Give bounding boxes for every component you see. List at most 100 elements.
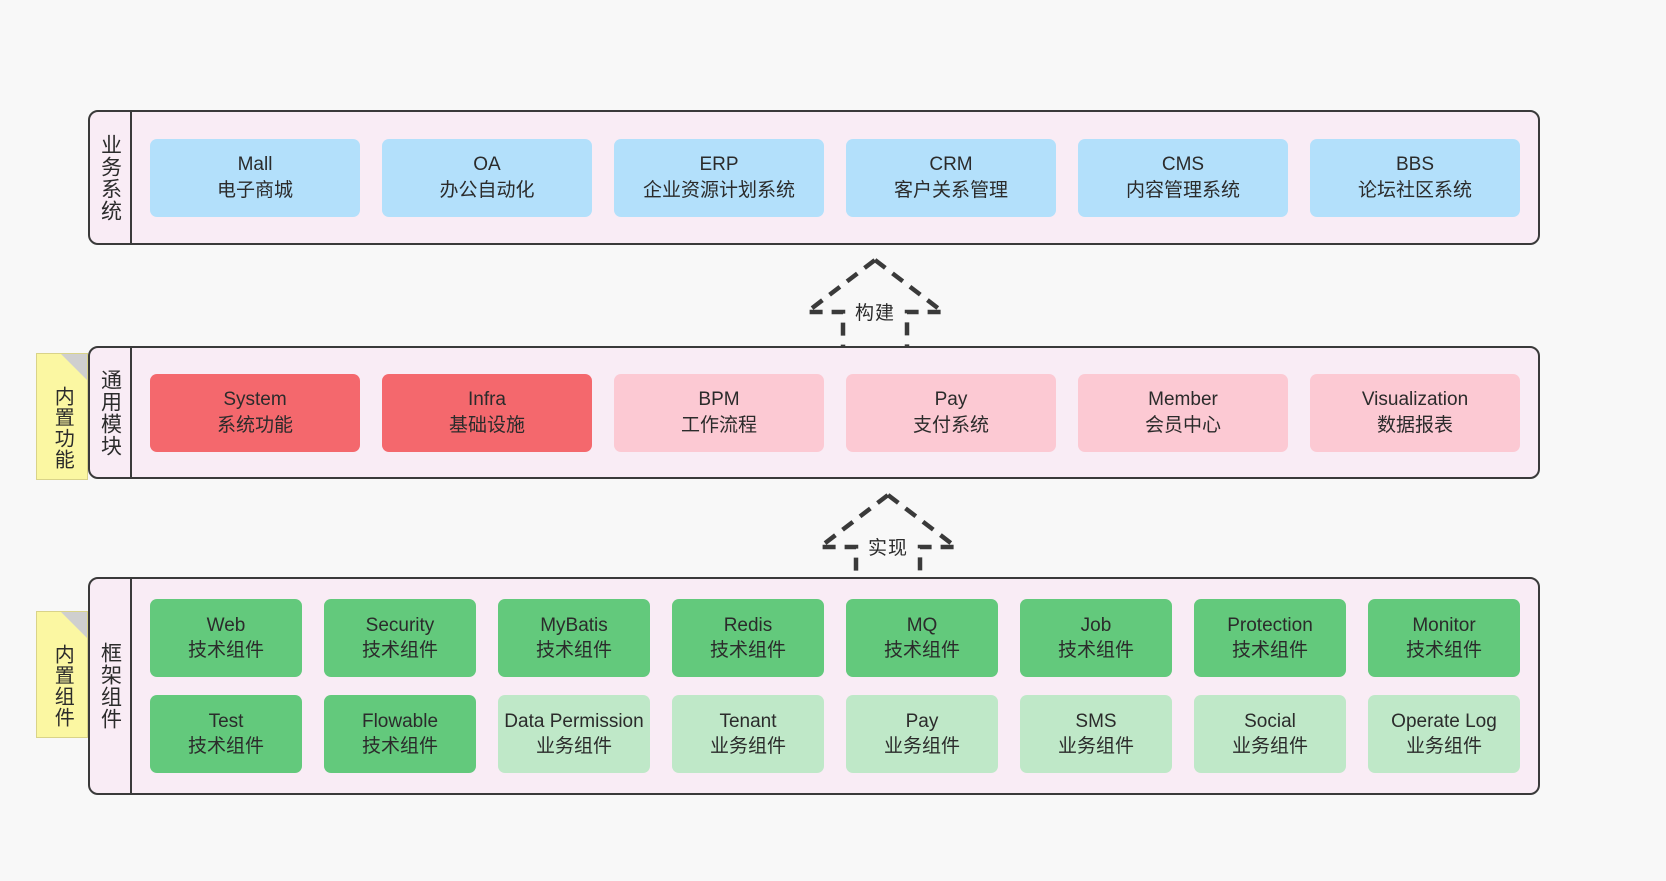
node-title: Redis: [723, 614, 773, 636]
node-title: Monitor: [1412, 614, 1476, 636]
node-mybatis[interactable]: MyBatis 技术组件: [498, 599, 650, 677]
node-title: Test: [208, 710, 244, 732]
node-subtitle: 会员中心: [1144, 414, 1221, 436]
node-title: Visualization: [1361, 389, 1469, 411]
layer-title-common-modules: 通用模块: [90, 348, 132, 477]
node-title: System: [223, 389, 287, 411]
node-title: OA: [473, 154, 501, 176]
node-title: Infra: [467, 389, 507, 411]
node-oa[interactable]: OA 办公自动化: [382, 138, 592, 217]
node-flowable[interactable]: Flowable 技术组件: [324, 695, 476, 773]
layer-body-framework-components: Web 技术组件 Security 技术组件 MyBatis 技术组件 Redi…: [132, 579, 1538, 793]
note-fold-corner: [61, 612, 87, 638]
layer-body-common-modules: System 系统功能 Infra 基础设施 BPM 工作流程 Pay 支付系统…: [132, 348, 1538, 477]
connector-build: 构建: [795, 252, 955, 352]
node-monitor[interactable]: Monitor 技术组件: [1368, 599, 1520, 677]
layer-row: System 系统功能 Infra 基础设施 BPM 工作流程 Pay 支付系统…: [150, 373, 1520, 452]
node-title: MyBatis: [540, 614, 608, 636]
node-subtitle: 内容管理系统: [1125, 179, 1240, 201]
node-social[interactable]: Social 业务组件: [1194, 695, 1346, 773]
node-title: Data Permission: [504, 710, 644, 732]
node-subtitle: 技术组件: [535, 640, 612, 661]
node-subtitle: 业务组件: [1405, 736, 1482, 757]
node-title: CRM: [929, 154, 973, 176]
node-subtitle: 技术组件: [883, 640, 960, 661]
node-title: Flowable: [361, 710, 439, 732]
node-subtitle: 技术组件: [1057, 640, 1134, 661]
node-redis[interactable]: Redis 技术组件: [672, 599, 824, 677]
node-title: Job: [1080, 614, 1112, 636]
node-title: Member: [1148, 389, 1218, 411]
node-title: Pay: [905, 710, 939, 732]
node-subtitle: 业务组件: [1057, 736, 1134, 757]
node-job[interactable]: Job 技术组件: [1020, 599, 1172, 677]
node-cms[interactable]: CMS 内容管理系统: [1078, 138, 1288, 217]
node-title: SMS: [1075, 710, 1117, 732]
node-title: Web: [206, 614, 246, 636]
node-protection[interactable]: Protection 技术组件: [1194, 599, 1346, 677]
node-test[interactable]: Test 技术组件: [150, 695, 302, 773]
node-subtitle: 客户关系管理: [893, 179, 1008, 201]
layer-business-system: 业务系统 Mall 电子商城 OA 办公自动化 ERP 企业资源计划系统 CRM…: [88, 110, 1540, 245]
node-subtitle: 技术组件: [361, 640, 438, 661]
node-subtitle: 业务组件: [883, 736, 960, 757]
node-title: Pay: [934, 389, 968, 411]
connector-implement-label: 实现: [867, 538, 909, 559]
node-title: Protection: [1227, 614, 1313, 636]
node-subtitle: 技术组件: [1231, 640, 1308, 661]
node-subtitle: 工作流程: [680, 414, 757, 436]
note-builtin-components: 内置组件: [36, 611, 88, 738]
layer-body-business-system: Mall 电子商城 OA 办公自动化 ERP 企业资源计划系统 CRM 客户关系…: [132, 112, 1538, 243]
node-bpm[interactable]: BPM 工作流程: [614, 373, 824, 452]
node-title: Mall: [237, 154, 273, 176]
node-title: Social: [1244, 710, 1296, 732]
node-subtitle: 业务组件: [1231, 736, 1308, 757]
node-title: Security: [365, 614, 435, 636]
node-subtitle: 企业资源计划系统: [642, 179, 795, 201]
node-data-permission[interactable]: Data Permission 业务组件: [498, 695, 650, 773]
note-builtin-features: 内置功能: [36, 353, 88, 480]
node-subtitle: 业务组件: [535, 736, 612, 757]
node-title: BPM: [698, 389, 740, 411]
note-label: 内置组件: [51, 643, 74, 728]
node-subtitle: 支付系统: [912, 414, 989, 436]
node-title: CMS: [1161, 154, 1205, 176]
node-sms[interactable]: SMS 业务组件: [1020, 695, 1172, 773]
node-system[interactable]: System 系统功能: [150, 373, 360, 452]
node-subtitle: 数据报表: [1376, 414, 1453, 436]
node-visualization[interactable]: Visualization 数据报表: [1310, 373, 1520, 452]
node-subtitle: 技术组件: [1405, 640, 1482, 661]
node-title: Operate Log: [1391, 710, 1497, 732]
layer-common-modules: 通用模块 System 系统功能 Infra 基础设施 BPM 工作流程 Pay…: [88, 346, 1540, 479]
node-subtitle: 论坛社区系统: [1357, 179, 1472, 201]
note-label: 内置功能: [51, 385, 74, 470]
node-erp[interactable]: ERP 企业资源计划系统: [614, 138, 824, 217]
node-web[interactable]: Web 技术组件: [150, 599, 302, 677]
node-bbs[interactable]: BBS 论坛社区系统: [1310, 138, 1520, 217]
node-crm[interactable]: CRM 客户关系管理: [846, 138, 1056, 217]
node-operate-log[interactable]: Operate Log 业务组件: [1368, 695, 1520, 773]
node-subtitle: 电子商城: [216, 179, 293, 201]
node-title: MQ: [906, 614, 938, 636]
node-subtitle: 技术组件: [187, 640, 264, 661]
node-tenant[interactable]: Tenant 业务组件: [672, 695, 824, 773]
node-infra[interactable]: Infra 基础设施: [382, 373, 592, 452]
node-subtitle: 业务组件: [709, 736, 786, 757]
layer-row: Mall 电子商城 OA 办公自动化 ERP 企业资源计划系统 CRM 客户关系…: [150, 138, 1520, 217]
node-security[interactable]: Security 技术组件: [324, 599, 476, 677]
node-subtitle: 技术组件: [361, 736, 438, 757]
node-mq[interactable]: MQ 技术组件: [846, 599, 998, 677]
node-subtitle: 系统功能: [216, 414, 293, 436]
node-pay-component[interactable]: Pay 业务组件: [846, 695, 998, 773]
node-member[interactable]: Member 会员中心: [1078, 373, 1288, 452]
node-subtitle: 技术组件: [709, 640, 786, 661]
node-pay[interactable]: Pay 支付系统: [846, 373, 1056, 452]
layer-title-framework-components: 框架组件: [90, 579, 132, 793]
node-subtitle: 技术组件: [187, 736, 264, 757]
node-mall[interactable]: Mall 电子商城: [150, 138, 360, 217]
layer-title-business-system: 业务系统: [90, 112, 132, 243]
connector-build-label: 构建: [854, 303, 896, 324]
node-title: Tenant: [719, 710, 777, 732]
layer-framework-components: 框架组件 Web 技术组件 Security 技术组件 MyBatis 技术组件…: [88, 577, 1540, 795]
